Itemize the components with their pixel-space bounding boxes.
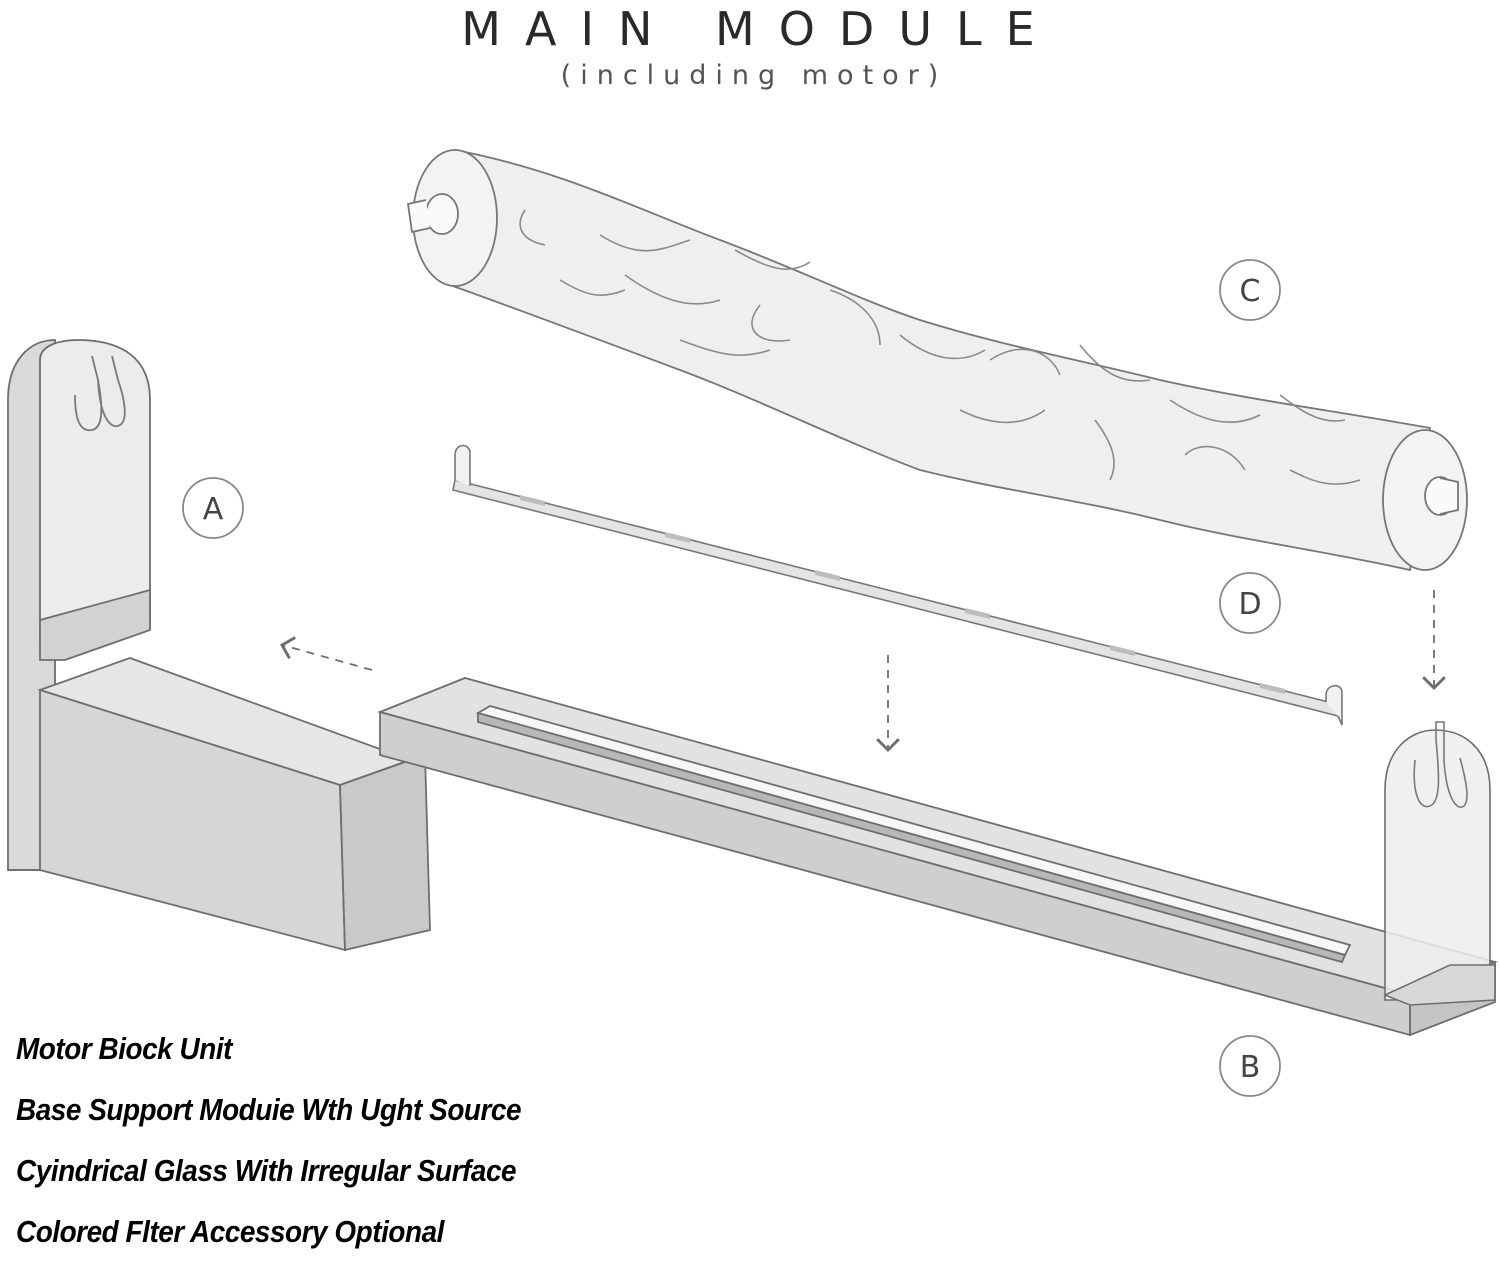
cylinder-left-shaft xyxy=(425,193,459,235)
motor-block-unit xyxy=(7,339,431,952)
diagram-title: MAIN MODULE xyxy=(461,2,1059,56)
glass-irregular-surface xyxy=(519,209,1361,485)
component-legend: Motor Biock Unit Base Support Moduie Wth… xyxy=(16,1027,577,1271)
glass-cylinder xyxy=(406,148,1468,572)
legend-item-motor-block: Motor Biock Unit xyxy=(16,1031,232,1066)
color-filter-strip xyxy=(452,444,1343,726)
legend-item-color-filter: Colored Flter Accessory Optional xyxy=(16,1214,444,1249)
callout-c-circle xyxy=(1219,259,1281,321)
callout-d-label: D xyxy=(1238,587,1261,622)
arrow-motor-left xyxy=(280,636,373,671)
callout-b-circle xyxy=(1219,1035,1281,1097)
callout-b-label: B xyxy=(1240,1050,1261,1085)
assembly-arrows xyxy=(280,590,1446,753)
callout-d-circle xyxy=(1219,572,1281,634)
diagram-subtitle: (including motor) xyxy=(560,60,948,91)
right-support-bracket xyxy=(1382,721,1496,1006)
callout-c-label: C xyxy=(1240,274,1261,309)
callout-a: A xyxy=(182,477,244,539)
callout-d: D xyxy=(1219,572,1281,634)
callout-b: B xyxy=(1219,1035,1281,1097)
base-support-module xyxy=(377,677,1498,1037)
legend-item-base-support: Base Support Moduie Wth Ught Source xyxy=(16,1092,522,1127)
light-source-slot xyxy=(475,705,1352,957)
legend-item-cylindrical-glass: Cyindrical Glass With Irregular Surface xyxy=(16,1153,517,1188)
callout-c: C xyxy=(1219,259,1281,321)
callout-a-circle xyxy=(182,477,244,539)
callout-a-label: A xyxy=(203,492,224,527)
